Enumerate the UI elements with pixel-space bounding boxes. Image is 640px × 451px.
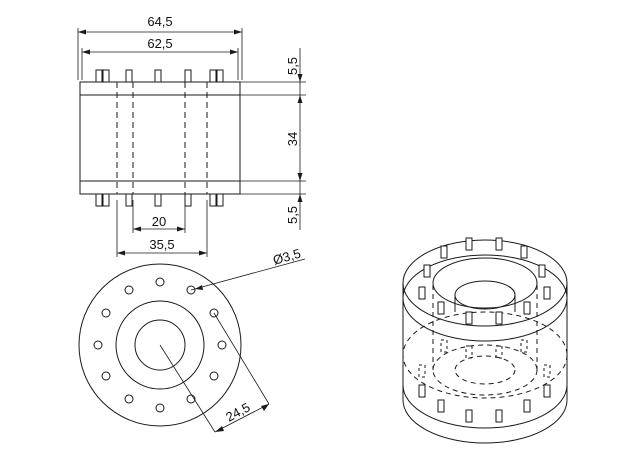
bolt-holes: [93, 277, 227, 413]
bottom-studs: [95, 193, 224, 207]
bottom-plate: [79, 180, 241, 195]
dim-hole-diameter: Ø3,5: [271, 246, 302, 268]
iso-top-studs: [418, 237, 551, 325]
outer-bore-circle: [115, 300, 205, 390]
dim-bolt-radius: 24,5: [223, 399, 252, 424]
isometric-view: [402, 237, 568, 444]
top-view-arrows: [195, 285, 269, 432]
top-view: [78, 263, 242, 427]
dim-outer-bore: 35,5: [149, 237, 174, 252]
top-plate: [79, 81, 241, 96]
outer-flange: [78, 263, 242, 427]
dimension-arrows: [78, 29, 303, 256]
top-view-dimensions: [159, 258, 306, 433]
hidden-bore-lines: [116, 82, 208, 194]
top-studs: [95, 69, 224, 83]
dim-overall-width: 64,5: [147, 14, 172, 29]
dim-bottom-stud: 5,5: [285, 206, 300, 224]
dim-inner-bore: 20: [152, 214, 166, 229]
cylinder-body: [79, 94, 241, 182]
dim-top-stud: 5,5: [285, 57, 300, 75]
dim-plate-width: 62,5: [147, 36, 172, 51]
iso-bottom-studs: [418, 384, 551, 423]
front-view: [79, 69, 241, 207]
dim-body-height: 34: [285, 132, 300, 146]
inner-bore-circle: [134, 319, 186, 371]
